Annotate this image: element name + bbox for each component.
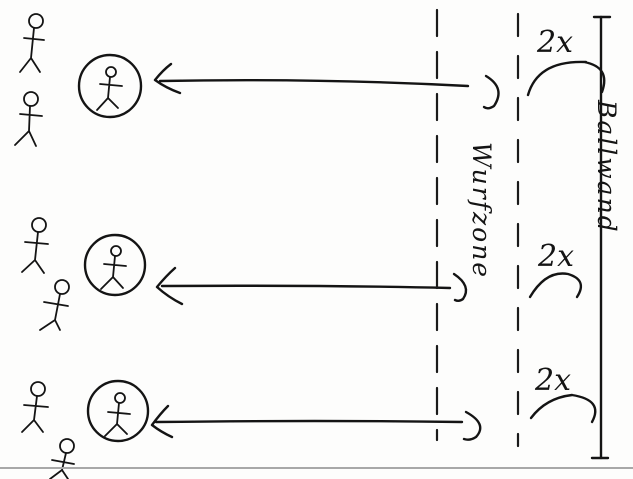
throw-arrow-1 xyxy=(153,62,470,95)
waiting-player-1a xyxy=(19,13,45,73)
ball-wall-label: Ballwand xyxy=(592,99,621,234)
multiplier-label-3: 2x xyxy=(534,363,571,398)
svg-text:2x: 2x xyxy=(534,363,571,398)
waiting-player-3b xyxy=(49,438,75,479)
bounce-arc-2 xyxy=(528,272,583,299)
throw-zone-label: Wurfzone xyxy=(467,142,496,279)
svg-text:Ballwand: Ballwand xyxy=(592,99,621,234)
throw-arrow-3 xyxy=(150,404,464,439)
ball-start-2 xyxy=(452,272,468,302)
bounce-arc-1 xyxy=(526,60,606,97)
waiting-player-1b xyxy=(14,91,43,147)
multiplier-label-1: 2x xyxy=(536,25,573,60)
waiting-player-2a xyxy=(21,217,49,274)
thrower-circle-2 xyxy=(83,233,147,297)
waiting-player-2b xyxy=(39,279,70,331)
waiting-player-3a xyxy=(21,381,49,433)
thrower-circle-1 xyxy=(77,53,143,119)
multiplier-label-2: 2x xyxy=(537,239,574,274)
ball-start-3 xyxy=(462,410,482,441)
svg-text:Wurfzone: Wurfzone xyxy=(467,142,496,279)
bounce-arc-3 xyxy=(529,393,597,424)
svg-text:2x: 2x xyxy=(537,239,574,274)
ball-start-1 xyxy=(482,74,500,110)
thrower-circle-3 xyxy=(86,379,150,443)
throw-arrow-2 xyxy=(155,266,452,306)
svg-text:2x: 2x xyxy=(536,25,573,60)
ball-wall xyxy=(590,15,612,460)
scan-edge xyxy=(0,467,633,469)
